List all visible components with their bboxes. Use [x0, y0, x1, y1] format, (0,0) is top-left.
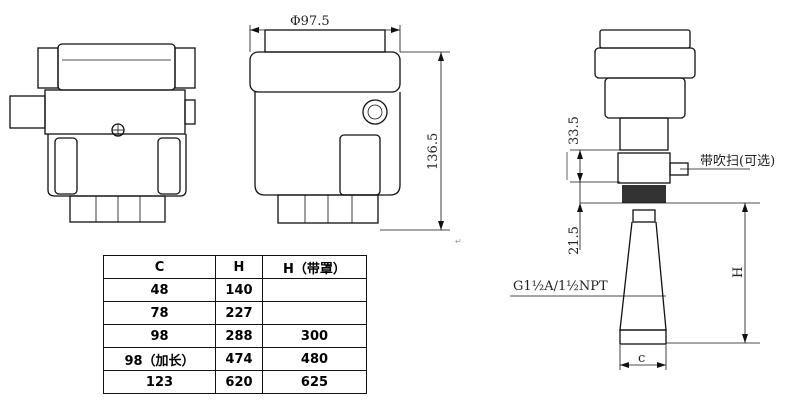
- height-side-label: 136.5: [426, 133, 441, 170]
- table-row: 78 227: [103, 301, 367, 325]
- cell-c: 98: [103, 324, 216, 348]
- cell-h-hood: [262, 301, 367, 325]
- cell-c: 98（加长）: [103, 347, 216, 371]
- header-c: C: [103, 255, 216, 279]
- header-h: H: [215, 255, 263, 279]
- table-row: 123 620 625: [103, 370, 367, 394]
- side-view: [249, 25, 450, 231]
- return-mark: ↵: [455, 237, 462, 246]
- lower-dim-label: 21.5: [567, 226, 582, 255]
- cell-c: 123: [103, 370, 216, 394]
- table-header-row: C H H（带罩）: [103, 255, 367, 279]
- probe-view: [510, 29, 760, 370]
- cell-h: 227: [215, 301, 263, 325]
- cell-h: 620: [215, 370, 263, 394]
- cell-c: 48: [103, 278, 216, 302]
- upper-dim-label: 33.5: [567, 116, 582, 145]
- cell-h-hood: 300: [262, 324, 367, 348]
- header-h-hood: H（带罩）: [262, 255, 367, 279]
- thread-label: G1½A/1½NPT: [513, 279, 608, 294]
- probe-diameter-label: c: [638, 351, 645, 366]
- cell-h: 288: [215, 324, 263, 348]
- cell-h-hood: 480: [262, 347, 367, 371]
- dimension-table: C H H（带罩） 48 140 78 227 98 288 300 98（加长…: [103, 255, 367, 394]
- table-row: 98 288 300: [103, 324, 367, 348]
- cell-c: 78: [103, 301, 216, 325]
- cell-h-hood: [262, 278, 367, 302]
- front-view: [9, 43, 196, 223]
- probe-height-label: H: [731, 267, 746, 278]
- cell-h: 140: [215, 278, 263, 302]
- table-row: 48 140: [103, 278, 367, 302]
- purge-note: 带吹扫(可选): [700, 154, 775, 169]
- diameter-label: Φ97.5: [290, 14, 330, 29]
- table-row: 98（加长） 474 480: [103, 347, 367, 371]
- cell-h-hood: 625: [262, 370, 367, 394]
- cell-h: 474: [215, 347, 263, 371]
